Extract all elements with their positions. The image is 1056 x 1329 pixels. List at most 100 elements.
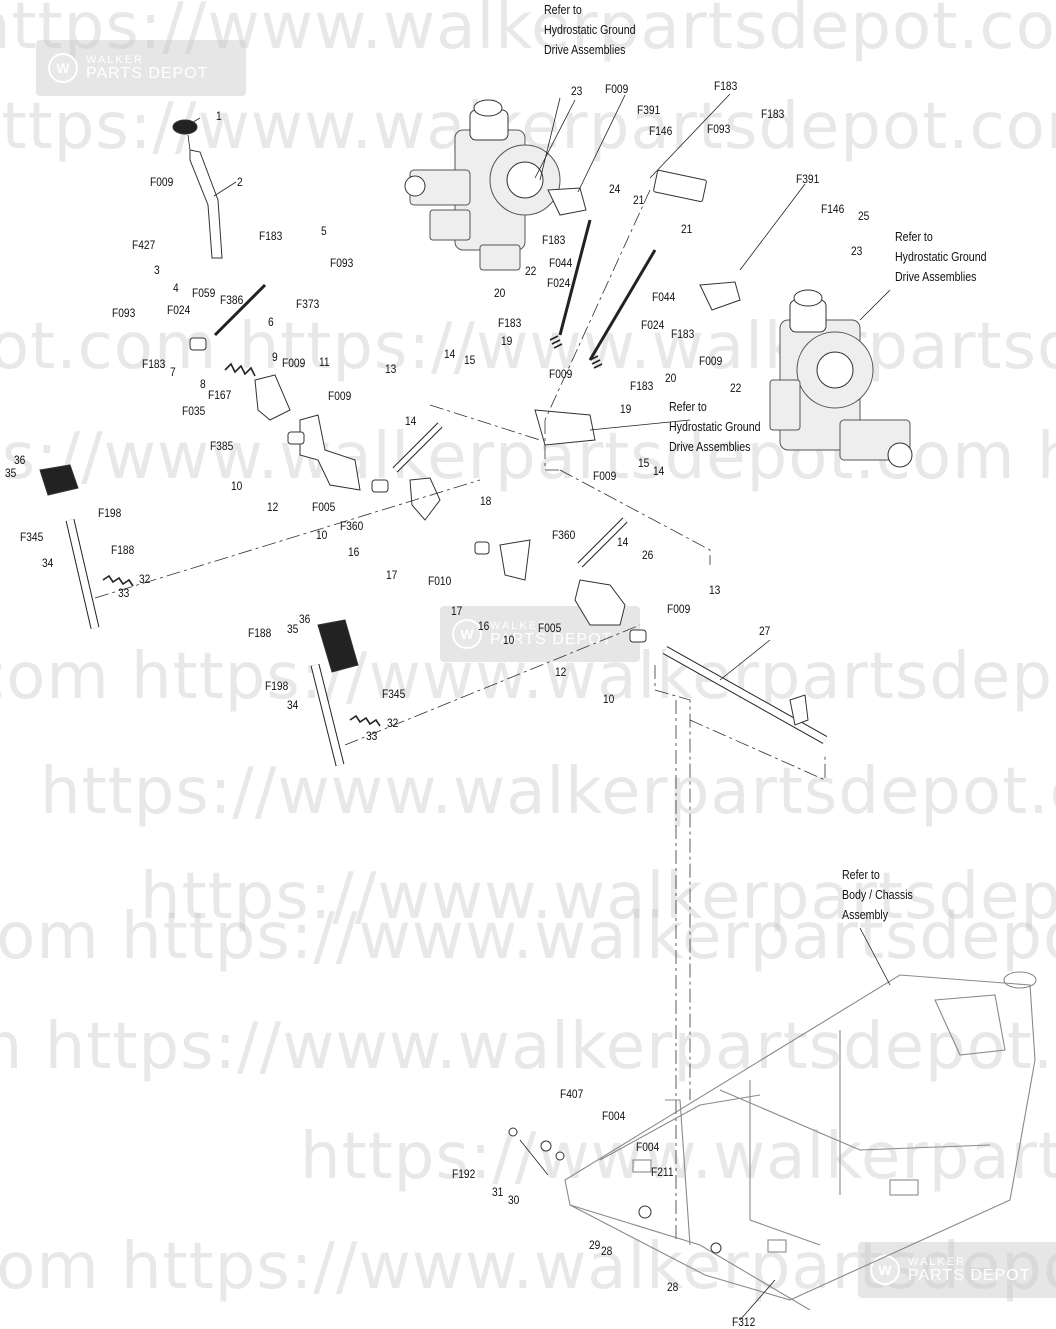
callout-label: F211 bbox=[651, 1165, 674, 1179]
callout-label: 10 bbox=[503, 633, 515, 647]
hydro-drive-right bbox=[769, 289, 913, 468]
callout-label: F427 bbox=[132, 238, 156, 252]
hydro-drive-top bbox=[404, 99, 561, 271]
callout-label: 14 bbox=[617, 535, 629, 549]
callout-label: F183 bbox=[142, 357, 166, 371]
callout-label: F009 bbox=[150, 175, 174, 189]
callout-label: 34 bbox=[42, 556, 54, 570]
reference-note-hydro-top: Refer to Hydrostatic Ground Drive Assemb… bbox=[544, 3, 636, 57]
callout-label: F146 bbox=[821, 202, 845, 216]
callout-label: 35 bbox=[5, 466, 17, 480]
callout-label: 33 bbox=[118, 586, 130, 600]
callout-label: 10 bbox=[603, 692, 615, 706]
logo-bottom-text: PARTS DEPOT bbox=[86, 64, 209, 82]
callout-label: F059 bbox=[192, 286, 216, 300]
callout-label: F146 bbox=[649, 124, 673, 138]
callout-label: F167 bbox=[208, 388, 232, 402]
callout-label: 22 bbox=[525, 264, 537, 278]
callout-label: 12 bbox=[267, 500, 279, 514]
callout-label: F312 bbox=[732, 1315, 756, 1329]
brand-mark-icon: W bbox=[452, 619, 482, 649]
callout-label: F345 bbox=[20, 530, 44, 544]
callout-label: 3 bbox=[154, 263, 160, 277]
logo-bottom-text: PARTS DEPOT bbox=[490, 630, 613, 648]
callout-label: F183 bbox=[259, 229, 283, 243]
callout-label: 33 bbox=[366, 729, 378, 743]
callout-label: 7 bbox=[170, 365, 176, 379]
callout-label: F183 bbox=[761, 107, 785, 121]
callout-label: 26 bbox=[642, 548, 654, 562]
steering-lever bbox=[172, 119, 223, 259]
pedal-right bbox=[310, 619, 381, 767]
callout-label: F407 bbox=[560, 1087, 584, 1101]
linkage-parts bbox=[189, 169, 828, 744]
callout-label: 18 bbox=[480, 494, 492, 508]
brand-logo: W WALKER PARTS DEPOT bbox=[36, 40, 246, 96]
leader-lines bbox=[187, 93, 891, 1321]
callout-label: F183 bbox=[714, 79, 738, 93]
callout-label: 1 bbox=[216, 109, 222, 123]
callout-label: F005 bbox=[538, 621, 562, 635]
brand-mark-icon: W bbox=[870, 1255, 900, 1285]
callout-label: 9 bbox=[272, 350, 278, 364]
callout-label: F093 bbox=[330, 256, 354, 270]
callout-label: 32 bbox=[387, 716, 399, 730]
callout-label: 14 bbox=[405, 414, 417, 428]
callout-label: 31 bbox=[492, 1185, 504, 1199]
callout-label: 13 bbox=[385, 362, 397, 376]
watermark-text: ot.com https://www.walkerpartsdepot.com bbox=[0, 310, 1056, 384]
callout-label: 21 bbox=[633, 193, 645, 207]
logo-top-text: WALKER bbox=[490, 619, 549, 632]
callout-label: F009 bbox=[282, 356, 306, 370]
callout-label: 17 bbox=[386, 568, 398, 582]
callout-label: F188 bbox=[111, 543, 135, 557]
callout-label: F188 bbox=[248, 626, 272, 640]
watermark-text: https://www.walkerpartsdepot.com htt bbox=[40, 755, 1056, 829]
callout-label: F093 bbox=[707, 122, 731, 136]
callout-label: 23 bbox=[571, 84, 583, 98]
callout-label: F044 bbox=[549, 256, 573, 270]
callout-label: 20 bbox=[494, 286, 506, 300]
callout-label: 15 bbox=[464, 353, 476, 367]
callout-label: 19 bbox=[501, 334, 513, 348]
callout-label: 27 bbox=[759, 624, 771, 638]
callout-label: 22 bbox=[730, 381, 742, 395]
callout-label: F024 bbox=[641, 318, 665, 332]
callout-label: F386 bbox=[220, 293, 244, 307]
callout-label: F005 bbox=[312, 500, 336, 514]
callout-label: 15 bbox=[638, 456, 650, 470]
chassis-frame bbox=[508, 971, 1037, 1311]
callout-label: 28 bbox=[667, 1280, 679, 1294]
callout-label: 34 bbox=[287, 698, 299, 712]
callout-label: 23 bbox=[851, 244, 863, 258]
callout-label: F192 bbox=[452, 1167, 476, 1181]
logo-top-text: WALKER bbox=[86, 53, 145, 66]
callout-label: F360 bbox=[340, 519, 364, 533]
callout-label: 6 bbox=[268, 315, 274, 329]
callout-label: F009 bbox=[593, 469, 617, 483]
pedal-left bbox=[39, 464, 134, 630]
callout-label: 19 bbox=[620, 402, 632, 416]
callout-label: 25 bbox=[858, 209, 870, 223]
callout-label: F004 bbox=[602, 1109, 626, 1123]
callout-label: F198 bbox=[265, 679, 289, 693]
reference-note-hydro-mid: Refer to Hydrostatic Ground Drive Assemb… bbox=[669, 400, 761, 454]
callout-label: F198 bbox=[98, 506, 122, 520]
callout-label: 14 bbox=[444, 347, 456, 361]
callout-label: 10 bbox=[231, 479, 243, 493]
callout-label: F024 bbox=[547, 276, 571, 290]
reference-note-chassis: Refer to Body / Chassis Assembly bbox=[842, 868, 913, 922]
callout-label: 36 bbox=[14, 453, 26, 467]
callout-label: F183 bbox=[671, 327, 695, 341]
callout-label: F004 bbox=[636, 1140, 660, 1154]
callout-label: 16 bbox=[348, 545, 360, 559]
alignment-lines bbox=[94, 189, 826, 1240]
callout-label: 20 bbox=[665, 371, 677, 385]
callout-label: F345 bbox=[382, 687, 406, 701]
callout-label: F373 bbox=[296, 297, 320, 311]
callout-label: 4 bbox=[173, 281, 179, 295]
callout-label: F024 bbox=[167, 303, 191, 317]
watermark-text: https://www.walkerpartsdepot.com bbox=[140, 860, 1056, 934]
callout-label: 17 bbox=[451, 604, 463, 618]
